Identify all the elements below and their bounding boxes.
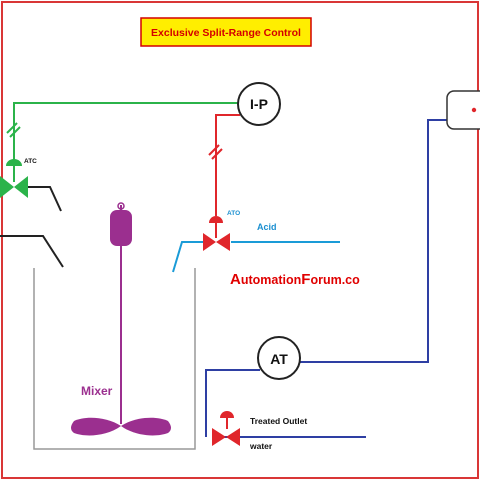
mixer-motor — [110, 210, 132, 246]
mixer-blade-right — [121, 417, 171, 436]
analyzer-transmitter: AT — [257, 336, 301, 380]
transmitter-indicator — [471, 107, 477, 113]
red-signal-line — [208, 114, 240, 216]
mixer: Mixer — [71, 202, 171, 436]
atc-valve: ATC — [0, 158, 37, 198]
tank — [33, 268, 196, 450]
green-signal-line — [6, 102, 238, 165]
treated-outlet-label: Treated Outlet — [250, 416, 307, 426]
mixer-blade-left — [71, 417, 121, 436]
acid-pipe — [172, 241, 340, 273]
atc-label: ATC — [24, 158, 37, 165]
water-label: water — [249, 441, 273, 451]
ato-label: ATO — [227, 210, 240, 217]
title-box: Exclusive Split-Range Control — [140, 17, 312, 47]
watermark-text: AutomationForum.co — [230, 271, 360, 288]
ato-valve: ATO — [203, 210, 240, 251]
acid-label: Acid — [257, 222, 277, 232]
ip-converter: I-P — [237, 82, 281, 126]
black-pipes — [0, 186, 64, 268]
mixer-label: Mixer — [81, 384, 113, 398]
at-label: AT — [270, 351, 288, 367]
outlet-valve: Treated Outlet water — [212, 411, 307, 451]
ip-label: I-P — [250, 96, 268, 112]
title-text: Exclusive Split-Range Control — [151, 27, 301, 39]
mixer-hook — [117, 202, 125, 210]
transmitter-box — [446, 90, 480, 130]
